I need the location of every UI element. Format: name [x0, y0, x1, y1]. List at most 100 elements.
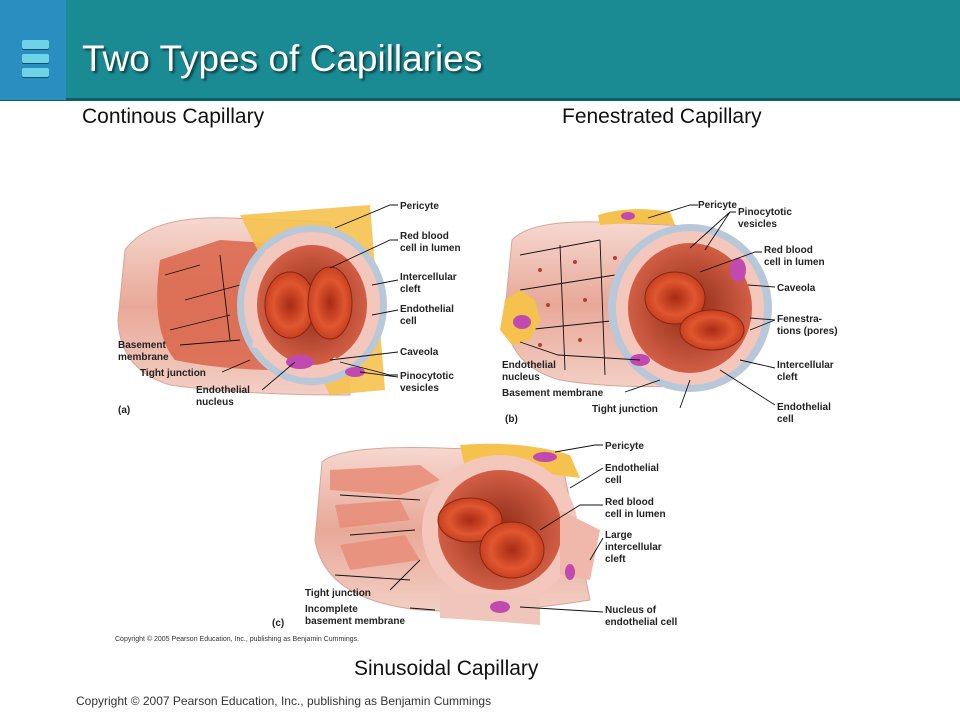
continuous-endothelial-nucleus — [286, 355, 314, 369]
leader-line — [647, 204, 698, 219]
leader-line — [409, 607, 436, 611]
sinusoidal-endothelial-fragment — [560, 510, 600, 580]
slide-header — [0, 0, 960, 100]
fenestrated-red-blood-cell — [644, 271, 706, 325]
label-red-blood-cell: cell in lumen — [400, 243, 461, 254]
logo-bar-icon — [22, 54, 49, 63]
continuous-red-blood-cell — [264, 271, 316, 339]
leader-line — [221, 359, 251, 373]
label-endothelial-cell: Endothelial — [605, 463, 659, 474]
sinusoidal-endothelial-nucleus — [565, 564, 575, 580]
label-tight-junction: Tight junction — [140, 368, 206, 379]
leader-line — [554, 444, 603, 453]
leader-line — [519, 606, 604, 613]
sinusoidal-endothelial-cells — [330, 465, 440, 570]
leader-line — [624, 379, 661, 393]
label-nucleus-endothelial: endothelial cell — [605, 617, 677, 628]
fenestrated-cell-borders — [519, 239, 621, 376]
leader-line — [679, 379, 691, 409]
leader-line — [749, 317, 776, 331]
label-fenestrations: tions (pores) — [777, 326, 838, 337]
label-pinocytotic-vesicles: Pinocytotic — [738, 207, 792, 218]
panel-sinusoidal: Pericyte Endothelial cell Red blood cell… — [115, 441, 677, 643]
slide-copyright: Copyright © 2007 Pearson Education, Inc.… — [76, 694, 492, 708]
panel-tag: (b) — [505, 414, 518, 425]
label-basement-membrane: Basement membrane — [502, 388, 604, 399]
sinusoidal-endothelial-nucleus — [490, 601, 510, 613]
leader-line — [339, 361, 399, 378]
leader-line — [719, 369, 776, 406]
label-pinocytotic-vesicles: Pinocytotic — [400, 371, 454, 382]
sinusoidal-endothelial-cell — [440, 593, 540, 625]
sinusoidal-red-blood-cell — [437, 497, 503, 543]
logo-bar-icon — [22, 40, 49, 49]
leader-line — [739, 359, 776, 369]
label-endothelial-cell: Endothelial — [777, 402, 831, 413]
continuous-red-blood-cell — [307, 266, 353, 340]
label-pinocytotic-vesicles: vesicles — [738, 219, 777, 230]
sinusoidal-pericyte-nucleus — [533, 452, 557, 462]
leader-line — [371, 309, 399, 316]
leader-line — [689, 211, 736, 251]
leader-line — [747, 284, 776, 288]
leader-line — [569, 467, 604, 489]
label-pericyte: Pericyte — [605, 441, 644, 452]
continuous-pericyte-nucleus — [345, 367, 365, 377]
leader-line — [389, 559, 421, 591]
label-fenestrations: Fenestra- — [777, 314, 822, 325]
fenestrated-pericyte-nucleus — [621, 212, 635, 220]
label-endothelial-cell: Endothelial — [400, 304, 454, 315]
label-red-blood-cell: Red blood — [605, 497, 654, 508]
fenestrated-endothelial-nucleus — [730, 258, 746, 282]
label-pericyte: Pericyte — [400, 201, 439, 212]
leader-line — [519, 341, 641, 361]
label-tight-junction: Tight junction — [592, 404, 658, 415]
continuous-cell-borders — [164, 249, 266, 361]
leader-line — [261, 361, 296, 391]
label-endothelial-cell: cell — [605, 475, 622, 486]
panel-tag: (c) — [272, 618, 284, 629]
label-large-intercellular-cleft: cleft — [605, 554, 626, 565]
label-basement-membrane: membrane — [118, 352, 169, 363]
fenestrated-pericyte — [598, 209, 675, 225]
sinusoidal-large-clefts — [334, 494, 421, 581]
leader-line — [371, 279, 399, 286]
leader-line — [329, 351, 399, 361]
label-basement-membrane: Basement — [118, 340, 166, 351]
label-endothelial-cell: cell — [777, 414, 794, 425]
label-red-blood-cell: cell in lumen — [764, 257, 825, 268]
label-large-intercellular-cleft: intercellular — [605, 542, 662, 553]
leader-line — [589, 537, 604, 561]
label-incomplete-basement-membrane: basement membrane — [305, 616, 405, 627]
label-endothelial-cell: cell — [400, 316, 417, 327]
label-nucleus-endothelial: Nucleus of — [605, 605, 657, 616]
panel-continuous: Pericyte Red blood cell in lumen Interce… — [117, 201, 461, 416]
figure-copyright: Copyright © 2005 Pearson Education, Inc.… — [115, 635, 359, 643]
label-caveola: Caveola — [777, 283, 816, 294]
sinusoidal-red-blood-cell — [479, 521, 545, 579]
logo-bar-icon — [22, 68, 49, 77]
subheading-continuous: Continous Capillary — [82, 105, 265, 128]
label-caveola: Caveola — [400, 347, 439, 358]
label-endothelial-nucleus: Endothelial — [196, 385, 250, 396]
label-intercellular-cleft: Intercellular — [400, 272, 457, 283]
label-red-blood-cell: Red blood — [400, 231, 449, 242]
label-incomplete-basement-membrane: Incomplete — [305, 604, 358, 615]
leader-line — [329, 239, 398, 269]
slide-title: Two Types of Capillaries — [82, 38, 483, 79]
panel-tag: (a) — [118, 405, 130, 416]
leader-line — [699, 251, 762, 273]
leader-line — [539, 504, 603, 531]
label-endothelial-nucleus: Endothelial — [502, 360, 556, 371]
label-endothelial-nucleus: nucleus — [196, 397, 234, 408]
label-intercellular-cleft: Intercellular — [777, 360, 834, 371]
panel-fenestrated: Pericyte Pinocytotic vesicles Red blood … — [500, 200, 838, 425]
label-red-blood-cell: cell in lumen — [605, 509, 666, 520]
label-pericyte: Pericyte — [698, 200, 737, 211]
header-divider — [0, 98, 960, 101]
continuous-vesicles — [252, 249, 368, 363]
subheading-sinusoidal: Sinusoidal Capillary — [354, 657, 539, 680]
label-large-intercellular-cleft: Large — [605, 530, 633, 541]
label-intercellular-cleft: cleft — [777, 372, 798, 383]
